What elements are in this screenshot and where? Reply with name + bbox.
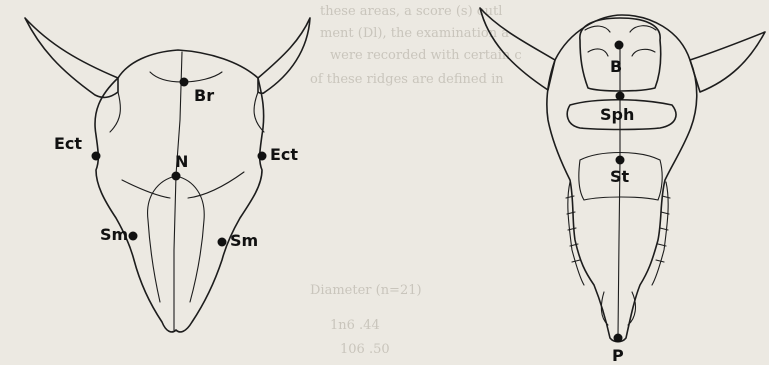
landmark-point-ect-left — [92, 152, 101, 161]
landmark-point-p — [614, 334, 623, 343]
landmark-point-n — [172, 172, 181, 181]
landmark-point-st — [616, 156, 625, 165]
right-horn-outline — [258, 18, 310, 93]
left-horn-outline — [25, 18, 118, 97]
right-nasal-suture — [188, 172, 244, 198]
landmark-point-br — [180, 78, 189, 87]
left-frontal-suture — [150, 72, 182, 82]
ventral-median-line — [618, 45, 620, 336]
landmark-point-ect-right — [258, 152, 267, 161]
left-orbit-ridge — [110, 92, 120, 132]
landmark-point-sm-left — [129, 232, 138, 241]
landmark-label-sm-left: Sm — [100, 225, 128, 244]
landmark-label-b: B — [610, 57, 622, 76]
dorsal-view-skull — [25, 18, 310, 332]
right-horn-outline-ventral — [690, 32, 765, 92]
landmark-label-br: Br — [194, 86, 214, 105]
landmark-point-sph — [616, 92, 625, 101]
landmark-label-ect-right: Ect — [270, 145, 298, 164]
landmark-label-ect-left: Ect — [54, 134, 82, 153]
skull-outline — [95, 50, 264, 332]
landmark-point-b — [615, 41, 624, 50]
landmark-label-st: St — [610, 167, 630, 186]
landmark-label-sm-right: Sm — [230, 231, 258, 250]
median-suture — [174, 52, 182, 330]
left-horn-outline-ventral — [480, 8, 555, 90]
landmark-label-p: P — [612, 346, 624, 365]
landmark-point-sm-right — [218, 238, 227, 247]
landmark-label-sph: Sph — [600, 105, 634, 124]
left-nasal-suture — [122, 180, 170, 198]
landmark-label-n: N — [175, 152, 188, 171]
dorsal-landmarks: Br Ect N Ect Sm Sm — [54, 78, 298, 251]
right-tooth-row — [652, 182, 670, 285]
